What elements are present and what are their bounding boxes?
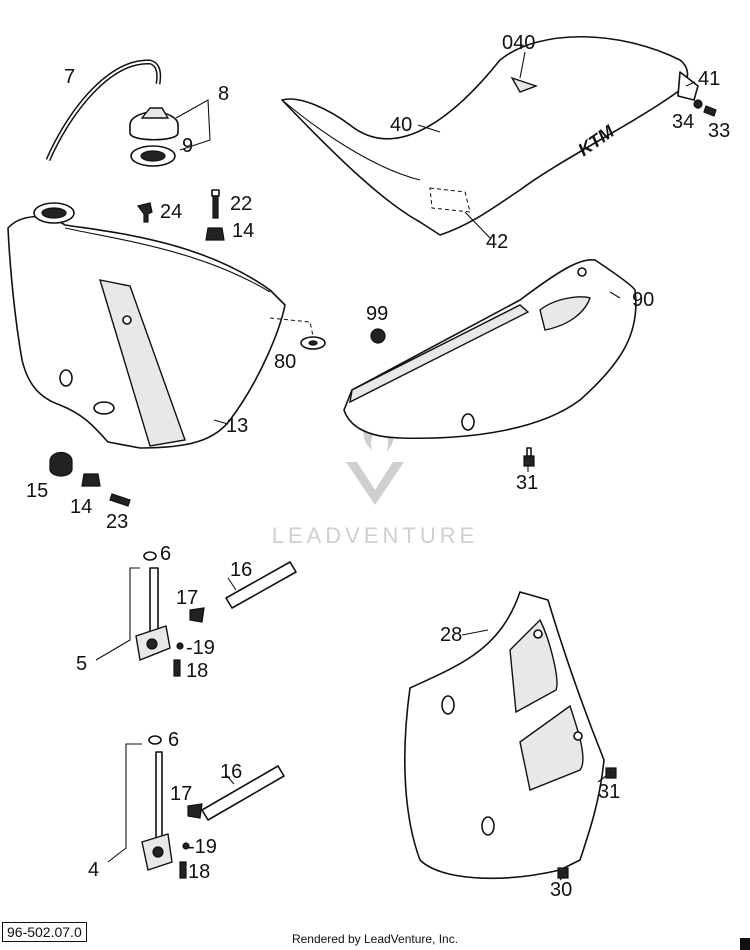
leadventure-watermark: LEADVENTURE	[272, 408, 479, 548]
callout-31-upper: 31	[516, 472, 538, 494]
seat-bracket-41-part	[677, 71, 699, 101]
fuel-hose-16-upper-part	[225, 561, 297, 609]
washer-34-part	[693, 99, 703, 109]
callout-34: 34	[672, 111, 694, 133]
callout-42: 42	[486, 231, 508, 253]
callout-18-lower: 18	[188, 861, 210, 883]
screw-18-upper-part	[173, 659, 181, 677]
callout-31-lower: 31	[598, 781, 620, 803]
callout-33: 33	[708, 120, 730, 142]
callout-99: 99	[366, 303, 388, 325]
callout-22: 22	[230, 193, 252, 215]
fuel-hose-16-lower-part	[201, 765, 285, 821]
rendered-by-footer: Rendered by LeadVenture, Inc.	[291, 932, 459, 946]
callout-17-lower: 17	[170, 783, 192, 805]
grommet-99-part	[370, 328, 386, 344]
callout-80: 80	[274, 351, 296, 373]
leader-5	[95, 567, 140, 661]
leader-4	[107, 743, 142, 863]
screw-22-part	[211, 189, 220, 219]
leader-8-9	[175, 99, 211, 151]
callout-40: 40	[390, 114, 412, 136]
callout-labels: 040 7 8 9 40 41 34 33 24 22 14 42 99 90 …	[26, 32, 730, 901]
bolt-33-part	[703, 105, 717, 117]
callout-19-upper: -19	[186, 637, 215, 659]
washer-19-lower-part	[182, 842, 190, 850]
callout-15: 15	[26, 480, 48, 502]
callout-14-bottom: 14	[70, 496, 92, 518]
leader-80	[269, 317, 314, 337]
grommet-14-top-part	[205, 227, 225, 241]
fuel-tap-5-part	[135, 551, 171, 661]
seat-part: KTM	[281, 36, 689, 236]
callout-4: 4	[88, 859, 99, 881]
clamp-17-upper-part	[189, 607, 205, 623]
washer-19-upper-part	[176, 642, 184, 650]
callout-23: 23	[106, 511, 128, 533]
callout-6-upper: 6	[160, 543, 171, 565]
tank-bolt-24-part	[136, 202, 153, 223]
corner-mark	[740, 938, 750, 950]
screw-30-part	[557, 867, 569, 879]
callout-14-top: 14	[232, 220, 254, 242]
side-panel-90-part	[343, 259, 637, 440]
fuel-tank-part	[7, 202, 286, 449]
screw-31-upper-part	[523, 447, 535, 467]
cap-seal-part	[130, 145, 176, 167]
fuel-tap-4-part	[141, 735, 173, 871]
bolt-23-part	[109, 493, 131, 507]
callout-8: 8	[218, 83, 229, 105]
callout-28: 28	[440, 624, 462, 646]
callout-7: 7	[64, 66, 75, 88]
screw-18-lower-part	[179, 861, 187, 879]
callout-19-lower: -19	[188, 836, 217, 858]
callout-18-upper: 18	[186, 660, 208, 682]
watermark-text: LEADVENTURE	[272, 523, 479, 548]
clamp-17-lower-part	[187, 803, 203, 819]
leader-lines	[213, 51, 696, 881]
callout-17-upper: 17	[176, 587, 198, 609]
screw-31-lower-part	[605, 767, 617, 779]
callout-30: 30	[550, 879, 572, 901]
washer-80-part	[300, 336, 326, 350]
callout-16-upper: 16	[230, 559, 252, 581]
callout-24: 24	[160, 201, 182, 223]
drawing-number-box: 96-502.07.0	[2, 922, 87, 942]
callout-90: 90	[632, 289, 654, 311]
callout-040: 040	[502, 32, 535, 54]
callout-9: 9	[182, 135, 193, 157]
callout-6-lower: 6	[168, 729, 179, 751]
callout-41: 41	[698, 68, 720, 90]
callout-5: 5	[76, 653, 87, 675]
grommet-14-bottom-part	[81, 473, 101, 487]
callout-16-lower: 16	[220, 761, 242, 783]
fuel-cap-part	[129, 107, 179, 141]
grommet-15-part	[49, 451, 73, 477]
callout-13: 13	[226, 415, 248, 437]
side-panel-28-part	[403, 591, 605, 880]
